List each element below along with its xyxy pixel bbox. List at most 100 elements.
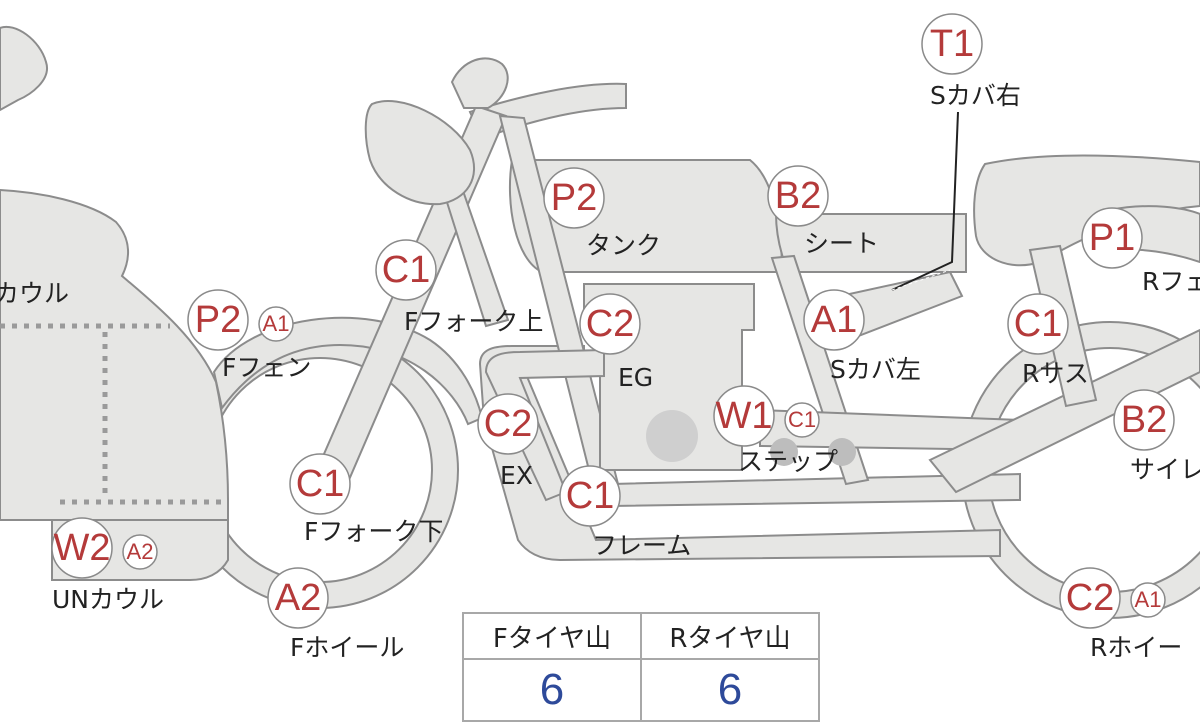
rear-suspension-code-circle [1007,293,1069,355]
step-peg-right-icon [828,438,856,466]
front-wheel-code: A2 [275,577,321,619]
frame-part[interactable] [478,345,1001,562]
tyre-tread-table: Fタイヤ山 Rタイヤ山 6 6 [462,612,820,722]
under-cowl-code-marker: W2 [51,517,113,579]
rear-fender-code: P1 [1089,217,1135,259]
front-fender-sub-code: A1 [263,311,290,336]
engine-hub [646,410,698,462]
label-seat: シート [804,229,879,258]
part-labels: カウル Fフェン Fフォーク上 Fフォーク下 UNカウル Fホイール タンク E… [0,81,1200,662]
seat-code-circle [767,165,829,227]
step-sub-code-circle [784,402,820,438]
rear-tyre-value: 6 [640,658,820,722]
seat-part[interactable] [774,213,967,273]
label-front-wheel: Fホイール [290,633,404,662]
label-front-fender: Fフェン [222,353,311,382]
rear-wheel-code: C2 [1066,577,1115,619]
under-cowl-sub-code-circle [122,534,158,570]
label-front-cowl: カウル [0,279,69,308]
seat-code-marker: B2 [767,165,829,227]
front-wheel-code-marker: A2 [267,567,329,629]
label-rear-fender: Rフェ [1142,267,1200,296]
silencer-part[interactable] [928,328,1200,494]
label-side-cover-right: Sカバ右 [930,81,1021,110]
front-fender-code-circle [187,289,249,351]
side-cover-right-code-circle [921,13,983,75]
front-fender-sub-code-circle [258,306,294,342]
side-cover-left-code: A1 [811,299,857,341]
label-step: ステップ [738,447,838,476]
front-fender-part[interactable] [212,316,484,426]
headlight-part[interactable] [364,100,475,206]
rear-fender-code-circle [1081,207,1143,269]
rider-silhouette [0,25,49,112]
rear-wheel-code-marker: C2 [1059,567,1121,629]
engine-code-marker: C2 [579,293,641,355]
engine-code: C2 [586,303,635,345]
front-fender-code-marker: P2 [187,289,249,351]
seat-code: B2 [775,175,821,217]
rear-tyre-header: Rタイヤ山 [640,612,820,660]
mirror-part[interactable] [450,57,509,109]
step-code-marker: W1 [713,385,775,447]
side-cover-left-code-marker: A1 [803,289,865,351]
front-tyre-value: 6 [462,658,642,722]
tank-code-marker: P2 [543,167,605,229]
front-fork-upper-code: C1 [382,249,431,291]
label-silencer: サイレ [1130,455,1200,484]
rear-suspension-code-marker: C1 [1007,293,1069,355]
label-frame: フレーム [592,531,691,560]
frame-code: C1 [566,475,615,517]
rear-fender-code-marker: P1 [1081,207,1143,269]
rear-wheel-sub-code-circle [1130,582,1166,618]
tank-code: P2 [551,177,597,219]
under-cowl-sub-code-marker: A2 [122,534,158,570]
front-tyre-header: Fタイヤ山 [462,612,642,660]
label-exhaust: EX [500,461,533,490]
exhaust-code-marker: C2 [477,393,539,455]
front-fender-code: P2 [195,299,241,341]
front-fork-lower-code-circle [289,453,351,515]
engine-code-circle [579,293,641,355]
step-peg-left-icon [770,438,798,466]
under-cowl-sub-code: A2 [127,539,154,564]
under-cowl-code-circle [51,517,113,579]
label-rear-wheel: Rホイー [1090,633,1182,662]
label-side-cover-left: Sカバ左 [830,355,921,384]
side-cover-left-code-circle [803,289,865,351]
front-fork-lower-code-marker: C1 [289,453,351,515]
silencer-code-circle [1113,389,1175,451]
label-engine: EG [618,363,653,392]
label-under-cowl: UNカウル [52,585,164,614]
step-code: W1 [716,395,773,437]
rear-wheel-sub-code-marker: A1 [1130,582,1166,618]
step-code-circle [713,385,775,447]
frame-code-marker: C1 [559,465,621,527]
rear-wheel-sub-code: A1 [1135,587,1162,612]
front-fork-upper-code-circle [375,239,437,301]
step-sub-code-marker: C1 [784,402,820,438]
side-cover-right-code-marker: T1 [921,13,983,75]
label-rear-suspension: Rサス [1022,359,1089,388]
cowl-partition-lines [0,323,224,505]
under-cowl-code: W2 [54,527,111,569]
frame-code-circle [559,465,621,527]
step-sub-code: C1 [788,407,816,432]
tank-code-circle [543,167,605,229]
front-fork-upper-code-marker: C1 [375,239,437,301]
rear-wheel-code-circle [1059,567,1121,629]
label-tank: タンク [586,231,661,260]
front-fender-sub-code-marker: A1 [258,306,294,342]
exhaust-code-circle [477,393,539,455]
rear-suspension-code: C1 [1014,303,1063,345]
side-cover-right-leader-dash [891,269,951,291]
label-front-fork-lower: Fフォーク下 [304,517,443,546]
side-cover-right-code: T1 [930,23,974,65]
silencer-code-marker: B2 [1113,389,1175,451]
front-fork-lower-code: C1 [296,463,345,505]
exhaust-code: C2 [484,403,533,445]
silencer-code: B2 [1121,399,1167,441]
front-cowl-part[interactable] [0,188,229,521]
